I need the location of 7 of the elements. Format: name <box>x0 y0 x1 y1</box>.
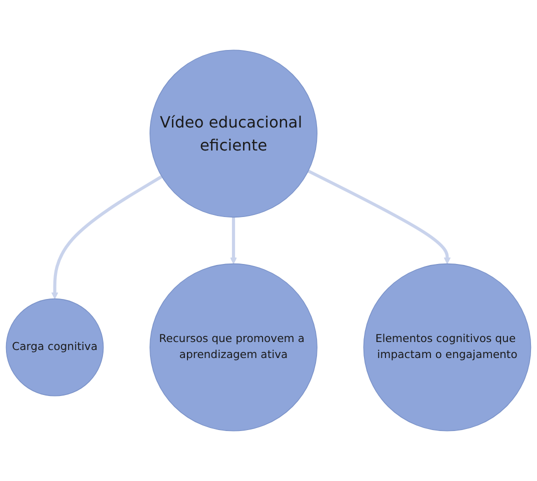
node-circle: Elementos cognitivos que impactam o engajamento <box>363 263 532 432</box>
arrow <box>308 170 451 264</box>
node-circle: Recursos que promovem a aprendizagem ativa <box>150 263 318 432</box>
node-circle: Carga cognitiva <box>6 298 104 396</box>
arrow <box>230 217 237 264</box>
arrow <box>51 175 163 300</box>
node-circle: Vídeo educacional eficiente <box>150 50 318 218</box>
